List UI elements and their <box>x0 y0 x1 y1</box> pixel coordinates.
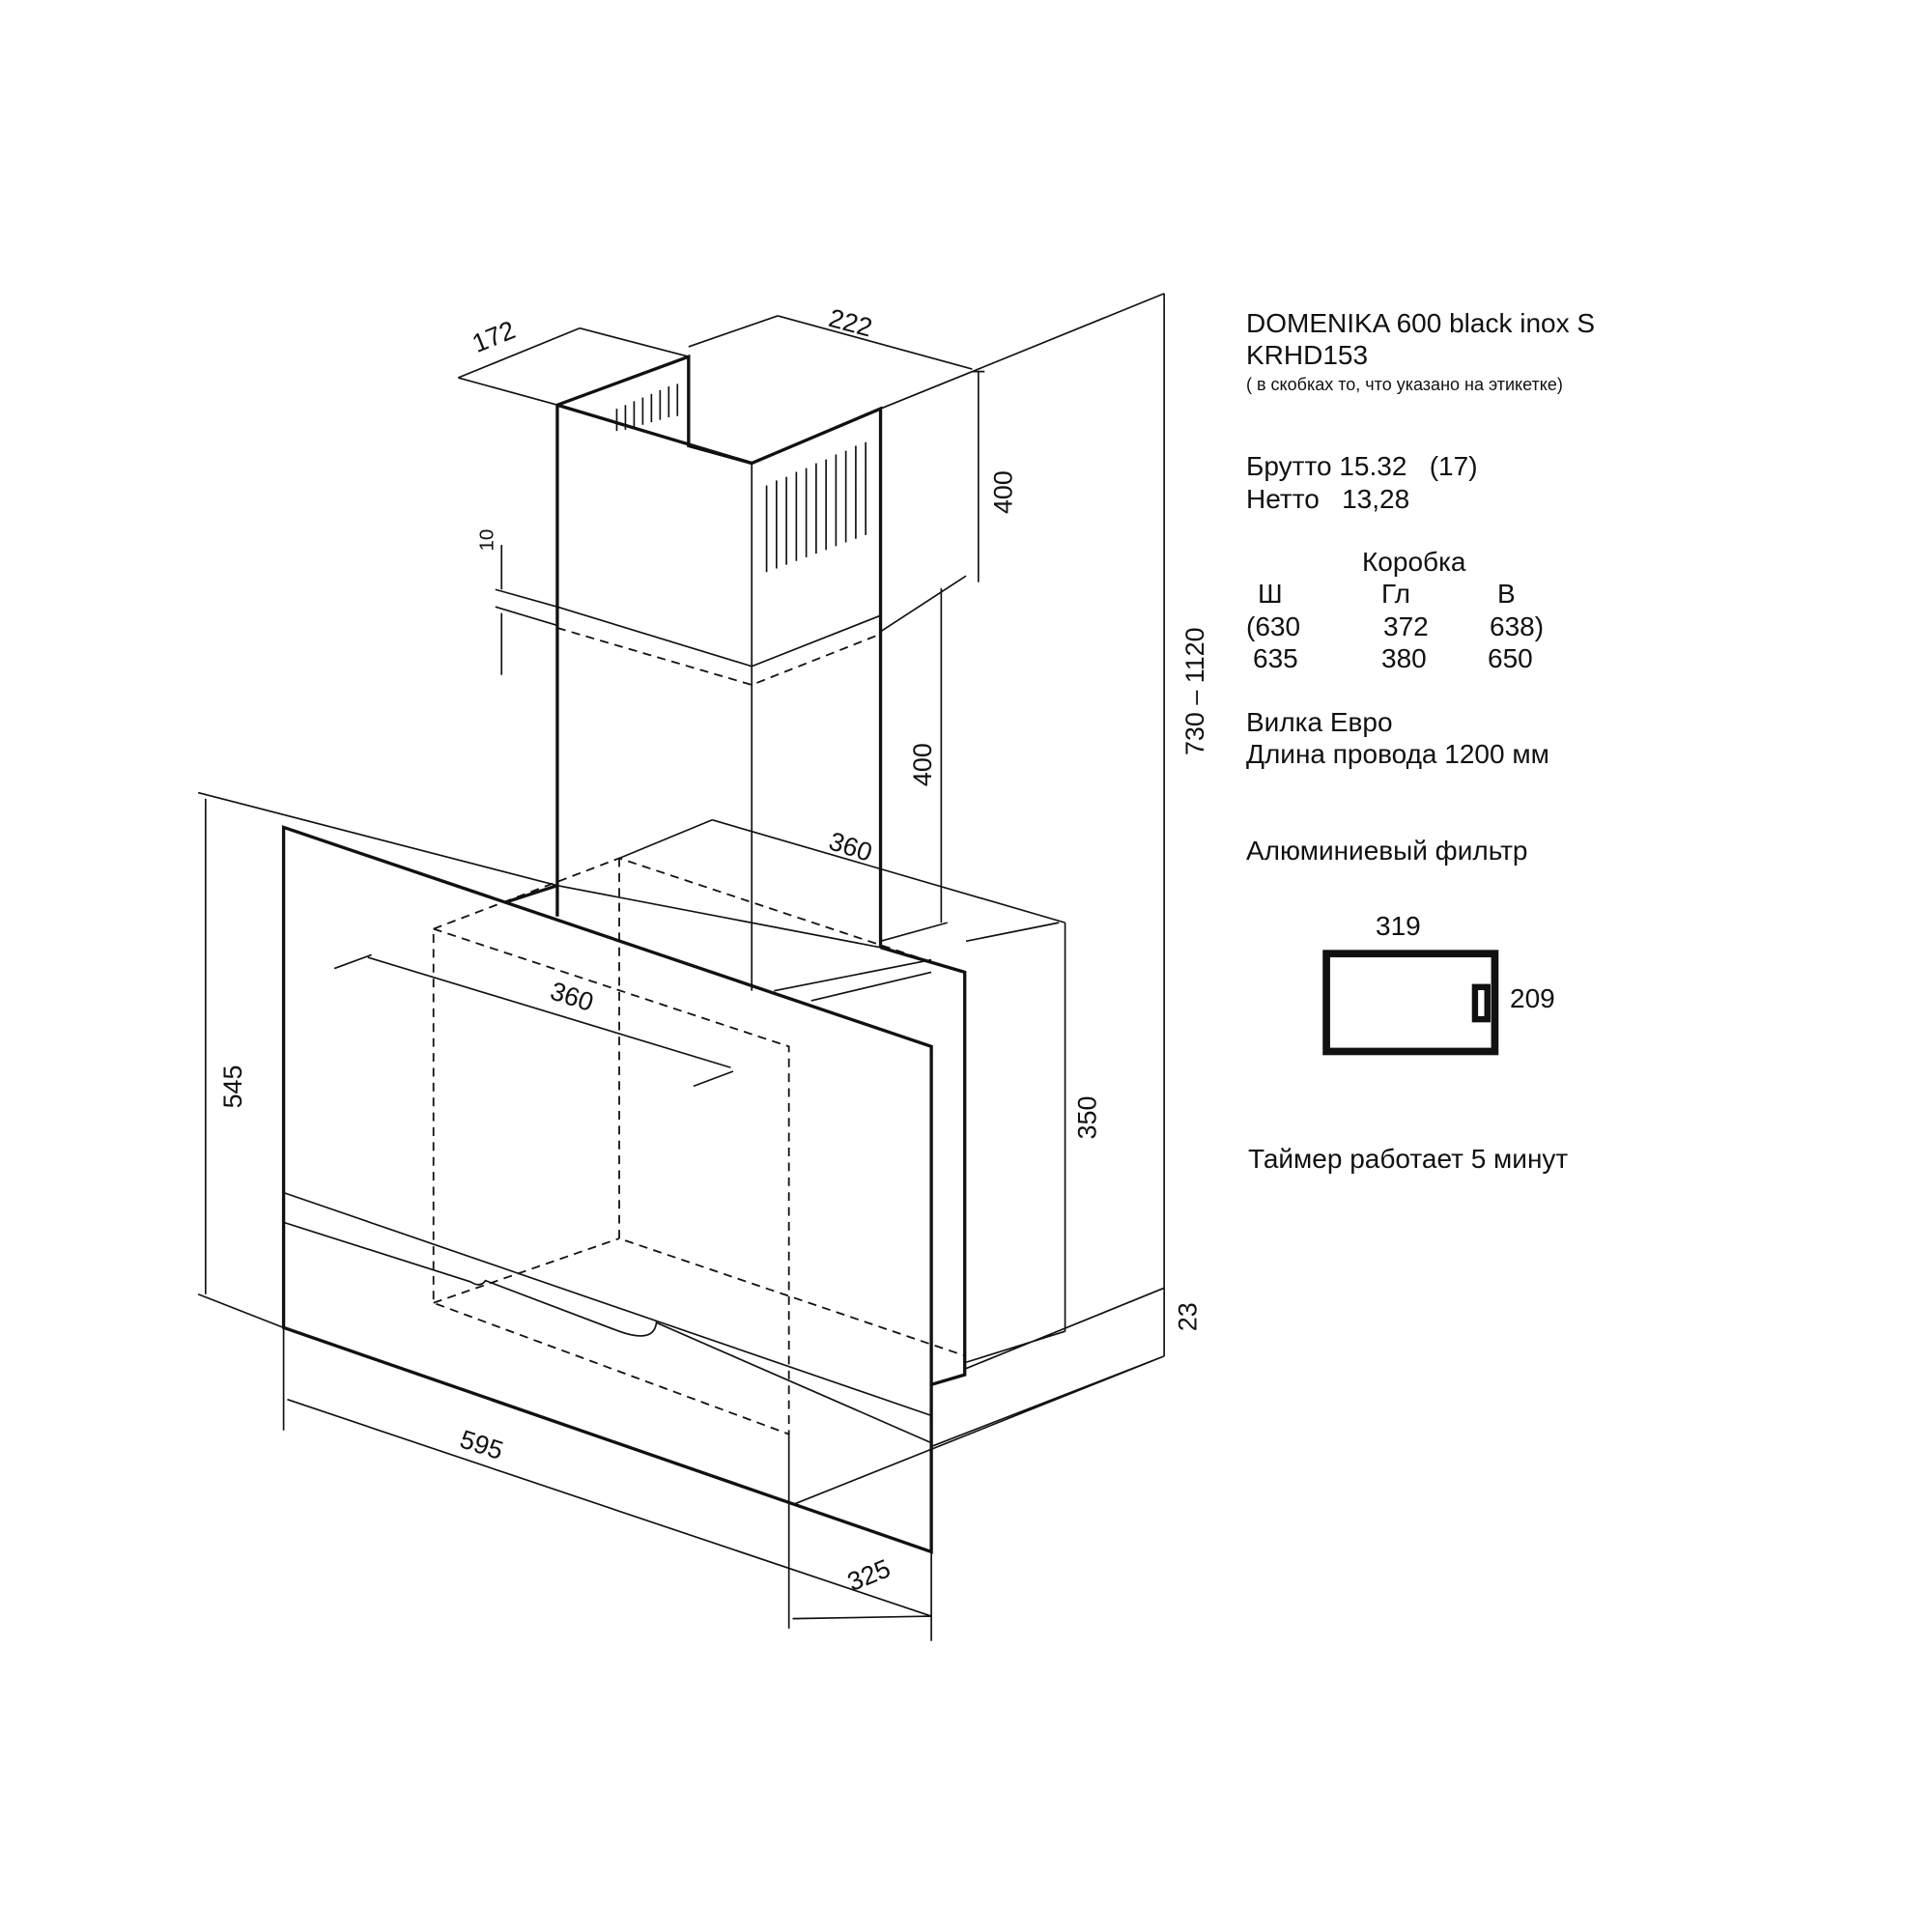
dim-inner-depth: 360 <box>826 826 876 867</box>
dim-total-height: 730 – 1120 <box>1180 627 1209 755</box>
gross-weight: Брутто 15.32 (17) <box>1246 451 1478 481</box>
label-note: ( в скобках то, что указано на этикетке) <box>1246 375 1563 394</box>
internal-dashed-box <box>432 857 967 1435</box>
filter-width: 319 <box>1376 911 1421 941</box>
box-label-height: 638) <box>1490 611 1545 641</box>
box-height: 650 <box>1488 643 1533 673</box>
dim-chimney-width: 222 <box>826 303 875 343</box>
box-header-depth: Гл <box>1381 579 1410 609</box>
filter-title: Алюминиевый фильтр <box>1246 836 1528 866</box>
plug-type: Вилка Евро <box>1246 707 1393 737</box>
dim-body-height: 350 <box>1073 1096 1102 1140</box>
box-header-width: Ш <box>1258 579 1283 609</box>
dim-glass-height: 545 <box>218 1065 247 1109</box>
filter-outline <box>1322 950 1499 1056</box>
dim-inner-width: 360 <box>547 977 597 1017</box>
dim-upper-chimney-height: 400 <box>988 470 1017 514</box>
net-weight: Нетто 13,28 <box>1246 484 1410 514</box>
hood-body <box>507 884 967 1386</box>
model-code: KRHD153 <box>1246 340 1369 370</box>
cord-length: Длина провода 1200 мм <box>1246 739 1549 769</box>
vent-slots-side <box>765 441 867 573</box>
chimney <box>555 354 883 991</box>
dim-overlap: 10 <box>475 529 497 552</box>
box-header-height: В <box>1497 579 1516 609</box>
box-label-depth: 372 <box>1383 611 1429 641</box>
box-width: 635 <box>1253 643 1298 673</box>
dim-chimney-depth: 172 <box>469 315 520 358</box>
filter-height: 209 <box>1510 983 1555 1013</box>
dim-lower-chimney-height: 400 <box>908 743 937 786</box>
model-name: DOMENIKA 600 black inox S <box>1246 308 1596 338</box>
dim-bottom-offset: 23 <box>1173 1302 1202 1331</box>
glass-panel <box>281 825 933 1554</box>
dimension-lines <box>197 293 1165 1641</box>
dim-depth: 325 <box>843 1553 895 1597</box>
box-depth: 380 <box>1381 643 1427 673</box>
vent-slots-back <box>615 384 679 432</box>
box-title: Коробка <box>1362 547 1466 577</box>
box-label-width: (630 <box>1246 611 1301 641</box>
timer-info: Таймер работает 5 минут <box>1248 1144 1569 1174</box>
